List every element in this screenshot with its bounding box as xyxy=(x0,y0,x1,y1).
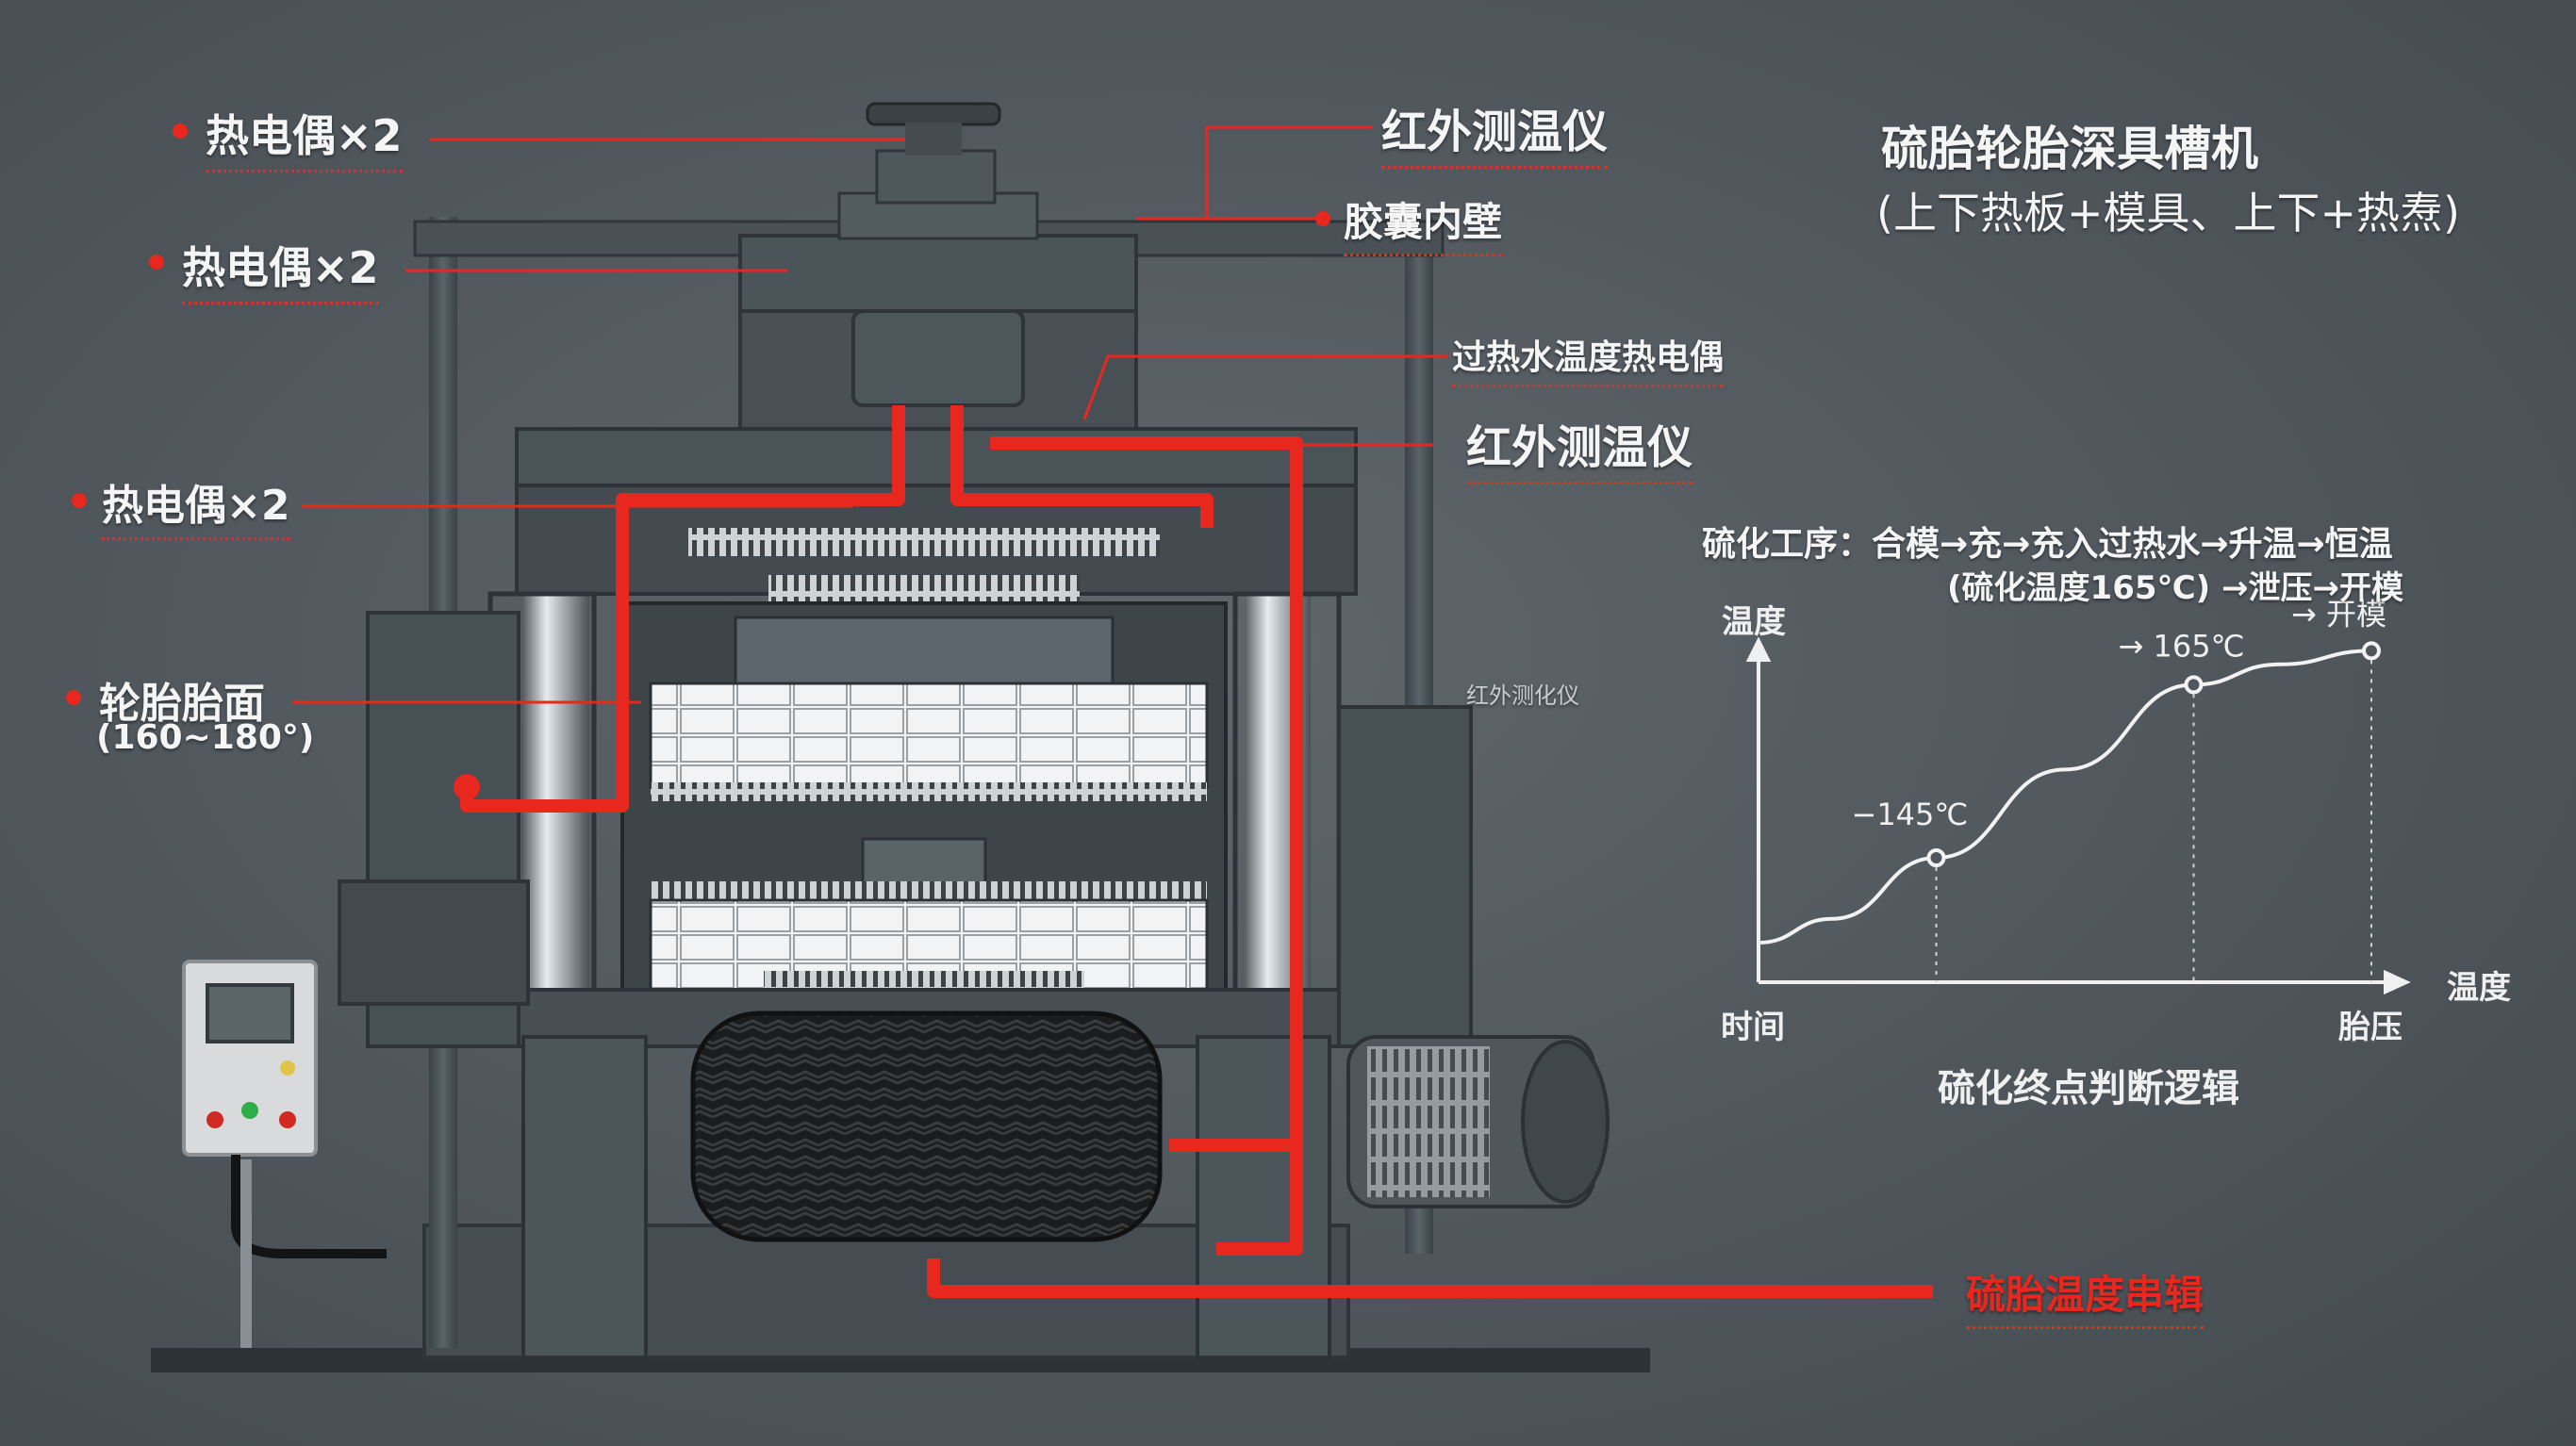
chart-plot: −145℃ → 165℃ → 开模 xyxy=(1758,596,2386,982)
top-cylinder xyxy=(875,149,997,205)
chart-xlabel: 温度 xyxy=(2447,969,2511,1007)
control-btn-green xyxy=(241,1102,258,1119)
chart-point xyxy=(2362,641,2381,661)
top-head xyxy=(738,234,1138,322)
chart-point xyxy=(1926,848,1946,867)
motor-end xyxy=(1521,1040,1610,1204)
chart-title: 硫化终点判断逻辑 xyxy=(1938,1067,2239,1110)
infrared-small-label: 红外测化仪 xyxy=(1466,682,1579,709)
left-lower-block xyxy=(338,879,530,1006)
page-title: 硫胎轮胎深具槽机 xyxy=(1881,122,2258,176)
control-stand xyxy=(240,1159,252,1348)
chart-x-start: 时间 xyxy=(1721,1009,1785,1046)
bladder-wall-label: 胶囊内壁 xyxy=(1344,190,1503,256)
chart-curve xyxy=(1758,649,2372,945)
motor-fins xyxy=(1367,1046,1490,1197)
right-side-block xyxy=(1337,705,1473,1048)
tread-label: 轮胎胎面 xyxy=(99,680,265,728)
superheated-water-pipes xyxy=(460,405,1933,1298)
chart-x-end: 胎压 xyxy=(2338,1009,2403,1046)
chart-point-label: → 165℃ xyxy=(2119,628,2245,664)
chart-point xyxy=(2184,675,2204,695)
infrared-1-label: 红外测温仪 xyxy=(1381,94,1609,169)
thermocouple-3-label: 热电偶×2 xyxy=(102,471,290,540)
control-cable xyxy=(231,1155,387,1258)
control-screen xyxy=(206,983,294,1043)
leader-lines xyxy=(292,125,1447,704)
control-btn-red-1 xyxy=(206,1111,223,1128)
tire xyxy=(690,1011,1163,1242)
upper-gear xyxy=(688,528,1160,556)
thermocouple-1-dot xyxy=(173,123,188,139)
thermocouple-3-dot xyxy=(72,493,87,508)
chart-ylabel: 温度 xyxy=(1722,603,1786,641)
chart-point-label: −145℃ xyxy=(1852,797,1969,832)
tread-range-label: (160~180°) xyxy=(96,718,315,757)
process-line-1: 硫化工序：合模→充→充入过热水→升温→恒温 xyxy=(1702,525,2393,564)
infrared-2-label: 红外测温仪 xyxy=(1466,410,1693,485)
pipe-end-left xyxy=(454,774,480,800)
chart-point-label: → 开模 xyxy=(2291,596,2386,632)
top-stem xyxy=(905,123,962,156)
thermocouple-2-label: 热电偶×2 xyxy=(182,234,379,304)
mold-bottom-rack xyxy=(764,971,1084,992)
page-subtitle: (上下热板+模具、上下+热焘) xyxy=(1876,188,2460,238)
top-cap xyxy=(866,102,1001,126)
thermocouple-2-dot xyxy=(149,255,164,270)
mold-upper-bricks xyxy=(649,682,1209,789)
mold-lower-rack xyxy=(651,881,1207,900)
superheated-tc-label: 过热水温度热电偶 xyxy=(1452,330,1725,387)
central-cylinder xyxy=(851,309,1025,407)
column-left xyxy=(523,594,589,999)
control-btn-red-2 xyxy=(279,1111,296,1128)
chart-axes xyxy=(1745,636,2411,995)
right-leg xyxy=(1196,1035,1331,1359)
bottom-caption: 硫胎温度串辑 xyxy=(1966,1263,2204,1329)
mold-upper-rack xyxy=(651,782,1207,801)
process-line-2: (硫化温度165℃) →泄压→开模 xyxy=(1947,569,2404,607)
left-leg xyxy=(521,1035,648,1359)
tread-dot xyxy=(66,690,81,705)
thermocouple-1-label: 热电偶×2 xyxy=(206,102,403,173)
control-btn-yellow xyxy=(280,1060,295,1076)
bladder-dot xyxy=(1315,211,1330,226)
